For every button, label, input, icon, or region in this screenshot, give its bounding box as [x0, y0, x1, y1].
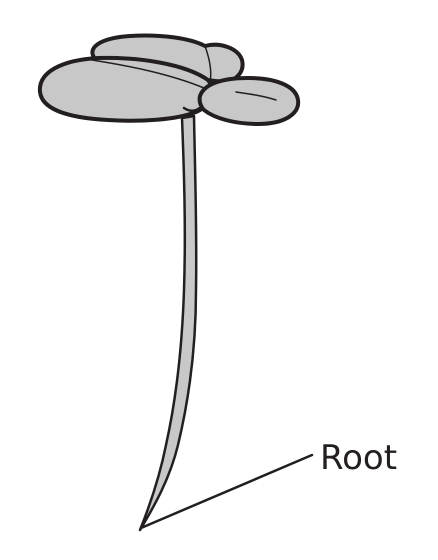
right-leaf: [197, 76, 301, 126]
left-leaf-midrib: [91, 59, 205, 89]
plant-illustration: [37, 33, 301, 532]
stem: [138, 114, 198, 532]
leaf-junction: [182, 104, 204, 112]
upper-leaf-midrib: [204, 45, 212, 83]
root-label: Root: [320, 438, 397, 478]
right-leaf-midrib: [235, 91, 277, 101]
root-leader-line: [139, 453, 314, 530]
left-leaf: [37, 55, 214, 123]
